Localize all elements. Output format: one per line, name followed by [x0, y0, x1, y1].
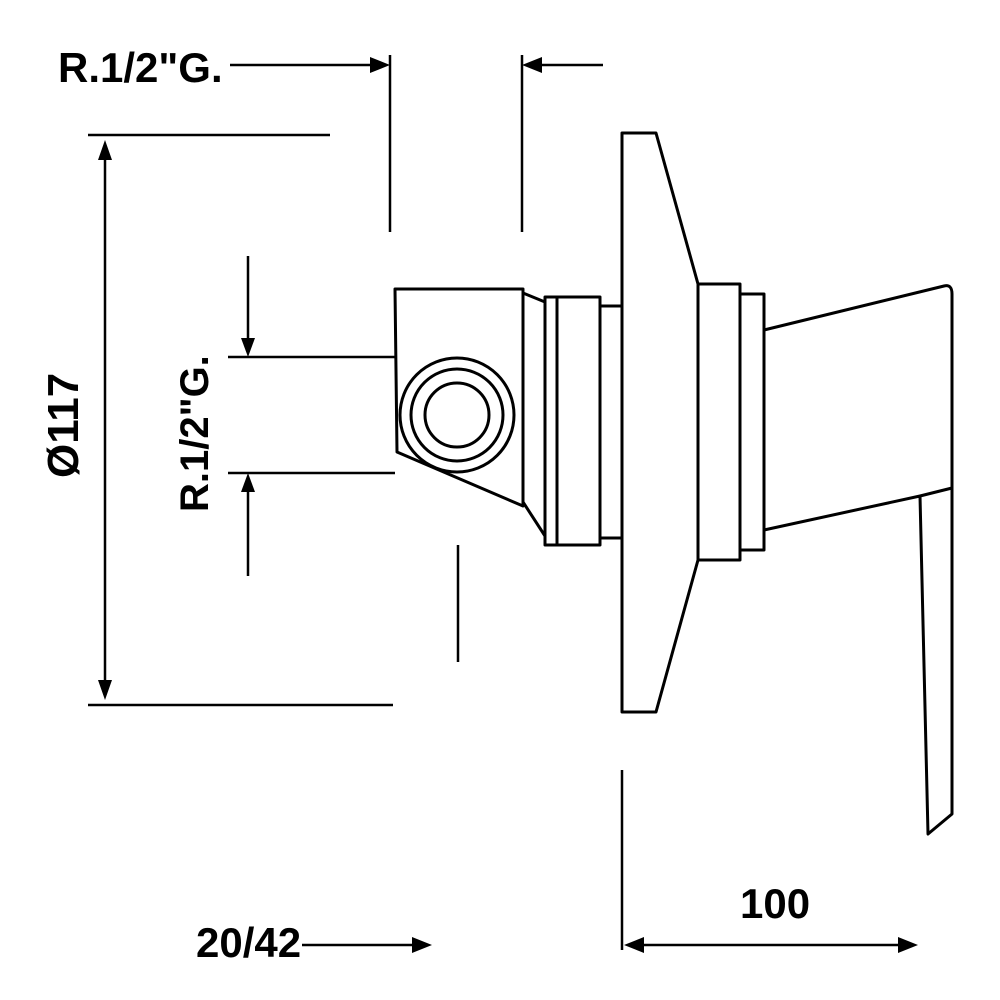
cartridge-block	[543, 295, 602, 547]
arrowhead-right-icon	[370, 57, 390, 73]
inlet-port-inner-circle	[423, 381, 491, 449]
body-cartridge-edge	[521, 501, 547, 537]
handle-elbow-line	[919, 486, 953, 498]
arrowhead-right-icon	[898, 937, 918, 953]
mounting-collar	[696, 282, 742, 562]
arrowhead-up-icon	[98, 140, 112, 160]
installation-depth-dimension: 20/42	[196, 919, 432, 966]
handle-projection-dimension: 100	[624, 880, 918, 953]
plate-diameter-dimension: Ø117	[39, 133, 393, 707]
handle-projection-label: 100	[740, 880, 810, 927]
installation-depth-label: 20/42	[196, 919, 301, 966]
plate-diameter-label: Ø117	[39, 373, 88, 478]
handle-rosette	[738, 292, 766, 552]
cartridge-step	[598, 304, 624, 540]
inlet-port-label: R.1/2"G.	[173, 355, 217, 512]
arrowhead-up-icon	[241, 473, 255, 492]
top-port-label: R.1/2"G.	[58, 44, 223, 91]
arrowhead-right-icon	[412, 937, 432, 953]
lever-handle-outline	[762, 284, 954, 836]
inlet-port-dimension: R.1/2"G.	[173, 256, 395, 576]
body-cartridge-edge	[522, 291, 546, 304]
mixer-drawing	[393, 131, 954, 950]
escutcheon-plate-outline	[620, 131, 700, 714]
arrowhead-left-icon	[624, 937, 644, 953]
arrowhead-down-icon	[241, 338, 255, 357]
top-port-dimension: R.1/2"G.	[58, 44, 603, 232]
arrowhead-down-icon	[98, 680, 112, 700]
arrowhead-left-icon	[522, 57, 542, 73]
